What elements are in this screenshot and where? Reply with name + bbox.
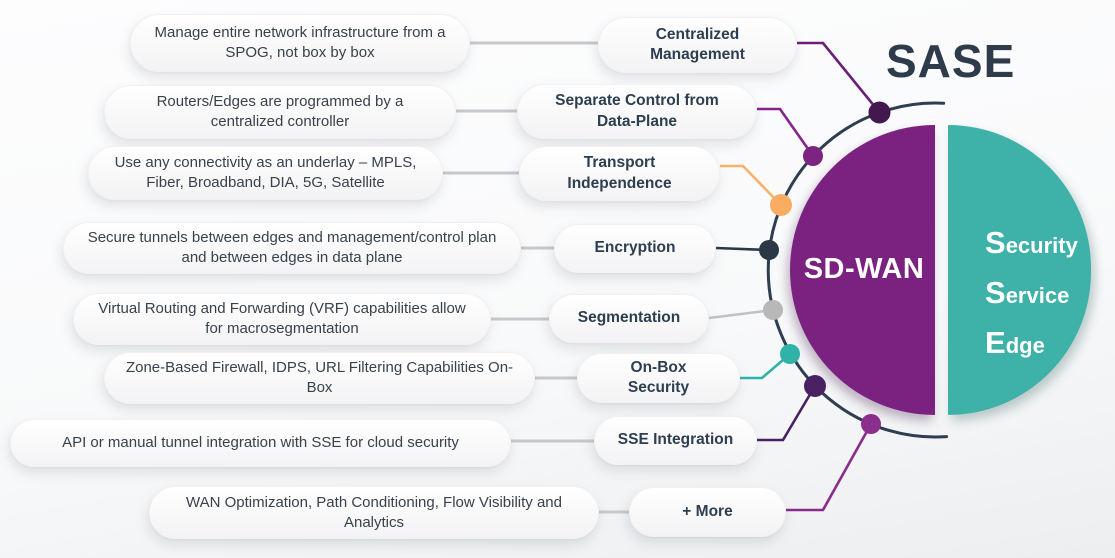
description-pill-segmentation: Virtual Routing and Forwarding (VRF) cap… <box>73 293 491 345</box>
label-pill-centralized-management: Centralized Management <box>598 17 797 73</box>
description-text: Zone-Based Firewall, IDPS, URL Filtering… <box>125 359 514 396</box>
sse-label: Security Service Edge <box>985 219 1078 369</box>
description-text: API or manual tunnel integration with SS… <box>62 434 459 452</box>
sse-initial: S <box>985 275 1006 310</box>
description-text: Manage entire network infrastructure fro… <box>154 24 446 61</box>
sdwan-label: SD-WAN <box>803 253 925 285</box>
feature-dot <box>861 414 881 434</box>
feature-dot <box>868 101 891 124</box>
description-pill-transport-independence: Use any connectivity as an underlay – MP… <box>88 146 443 200</box>
sse-label-line: Security <box>985 219 1078 269</box>
sse-initial: S <box>985 225 1006 260</box>
label-text: + More <box>682 502 733 520</box>
description-pill-separate-control: Routers/Edges are programmed by a centra… <box>104 85 456 139</box>
sse-rest: ervice <box>1005 283 1070 308</box>
feature-connector <box>708 308 774 320</box>
feature-connector <box>797 41 881 114</box>
feature-dot <box>803 146 823 166</box>
sse-rest: dge <box>1005 333 1045 358</box>
description-text: WAN Optimization, Path Conditioning, Flo… <box>186 493 562 531</box>
label-pill-transport-independence: Transport Independence <box>519 146 720 201</box>
label-text: On-Box Security <box>627 358 690 396</box>
sse-label-line: Edge <box>985 319 1078 369</box>
label-text: Segmentation <box>577 309 681 327</box>
description-text: Routers/Edges are programmed by a centra… <box>156 93 404 130</box>
sse-label-line: Service <box>985 269 1078 319</box>
description-pill-more: WAN Optimization, Path Conditioning, Flo… <box>149 486 599 539</box>
description-pill-on-box-security: Zone-Based Firewall, IDPS, URL Filtering… <box>104 352 535 404</box>
feature-connector <box>740 353 791 380</box>
label-text: Centralized Management <box>650 25 745 63</box>
feature-dot <box>763 300 783 320</box>
feature-connector <box>786 423 873 512</box>
label-pill-separate-control: Separate Control from Data-Plane <box>517 84 757 139</box>
feature-connector <box>720 164 782 206</box>
description-text: Use any connectivity as an underlay – MP… <box>114 154 417 191</box>
sse-rest: ecurity <box>1005 233 1078 258</box>
label-pill-on-box-security: On-Box Security <box>577 353 740 403</box>
label-pill-more: + More <box>629 487 786 537</box>
feature-dot <box>804 375 826 397</box>
sse-initial: E <box>985 325 1006 360</box>
description-pill-encryption: Secure tunnels between edges and managem… <box>63 222 521 274</box>
label-pill-encryption: Encryption <box>554 224 716 273</box>
description-text: Virtual Routing and Forwarding (VRF) cap… <box>98 300 466 337</box>
feature-connector <box>757 107 815 157</box>
label-text: Separate Control from Data-Plane <box>555 92 719 130</box>
feature-dot <box>780 344 800 364</box>
feature-dot <box>759 240 779 260</box>
description-text: Secure tunnels between edges and managem… <box>87 229 497 266</box>
label-text: Transport Independence <box>567 154 672 192</box>
feature-connector <box>757 385 817 442</box>
page-title: SASE <box>886 35 1016 87</box>
label-pill-sse-integration: SSE Integration <box>594 416 757 465</box>
label-text: Encryption <box>594 239 676 257</box>
description-pill-sse-integration: API or manual tunnel integration with SS… <box>10 419 511 467</box>
feature-dot <box>770 194 792 216</box>
label-pill-segmentation: Segmentation <box>549 294 709 343</box>
label-text: SSE Integration <box>617 431 734 449</box>
description-pill-centralized-management: Manage entire network infrastructure fro… <box>130 14 470 72</box>
